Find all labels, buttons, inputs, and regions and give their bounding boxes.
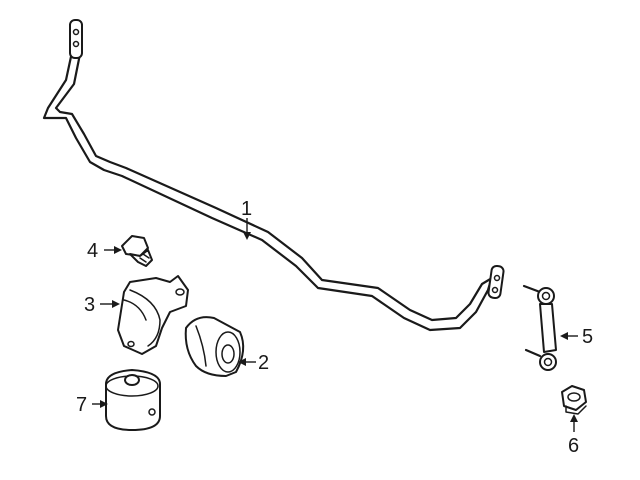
rubber-mount xyxy=(105,369,161,431)
callout-arrows xyxy=(92,218,578,432)
bushing xyxy=(184,316,245,377)
callout-1: 1 xyxy=(241,198,252,220)
callout-5: 5 xyxy=(582,326,593,348)
callout-3: 3 xyxy=(84,294,95,316)
callout-2: 2 xyxy=(258,352,269,374)
nut xyxy=(561,385,587,415)
bracket xyxy=(117,275,189,355)
bolt xyxy=(121,235,153,267)
stabilizer-link xyxy=(522,284,557,371)
stabilizer-bar xyxy=(42,19,505,332)
callout-7: 7 xyxy=(76,394,87,416)
callout-6: 6 xyxy=(568,435,579,457)
callout-4: 4 xyxy=(87,240,98,262)
